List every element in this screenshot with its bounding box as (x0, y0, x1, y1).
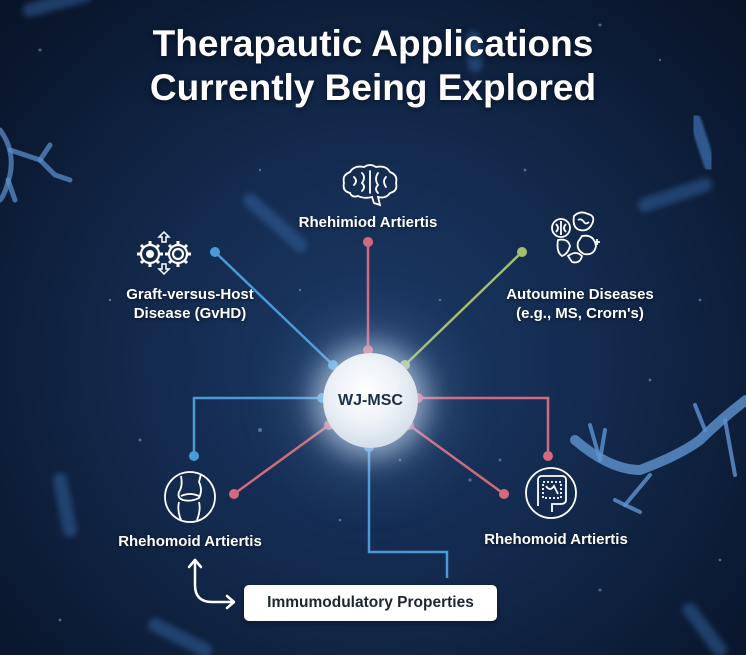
node-upper-left-line-2: Disease (GvHD) (133, 305, 247, 322)
node-upper-right-line-1: Autoumine Diseases (506, 286, 654, 303)
organs-cluster-icon (551, 211, 600, 264)
node-upper-left-label: Graft-versus-Host Disease (GvHD) (95, 285, 285, 323)
hub-label: WJ-MSC (338, 391, 403, 409)
knee-joint-icon (164, 471, 216, 523)
gears-icon (137, 230, 191, 275)
node-lower-left-label: Rhehomoid Artiertis (118, 533, 262, 550)
title-line-1: Therapautic Applications (152, 23, 594, 64)
wj-msc-hub: WJ-MSC (323, 353, 418, 448)
intestine-icon (525, 467, 577, 519)
brain-icon (342, 164, 398, 207)
callout-label: Immumodulatory Properties (267, 594, 474, 611)
node-upper-right-line-2: (e.g., MS, Crorn's) (516, 305, 644, 322)
node-top-label: Rhehimiod Artiertis (298, 214, 438, 231)
immunomodulatory-properties-callout: Immumodulatory Properties (244, 585, 497, 621)
page-title: Therapautic Applications Currently Being… (0, 22, 746, 110)
title-line-2: Currently Being Explored (149, 67, 597, 108)
node-upper-left-line-1: Graft-versus-Host (126, 286, 254, 303)
node-upper-right-label: Autoumine Diseases (e.g., MS, Crorn's) (475, 285, 685, 323)
node-lower-right-label: Rhehomoid Artiertis (484, 531, 628, 548)
